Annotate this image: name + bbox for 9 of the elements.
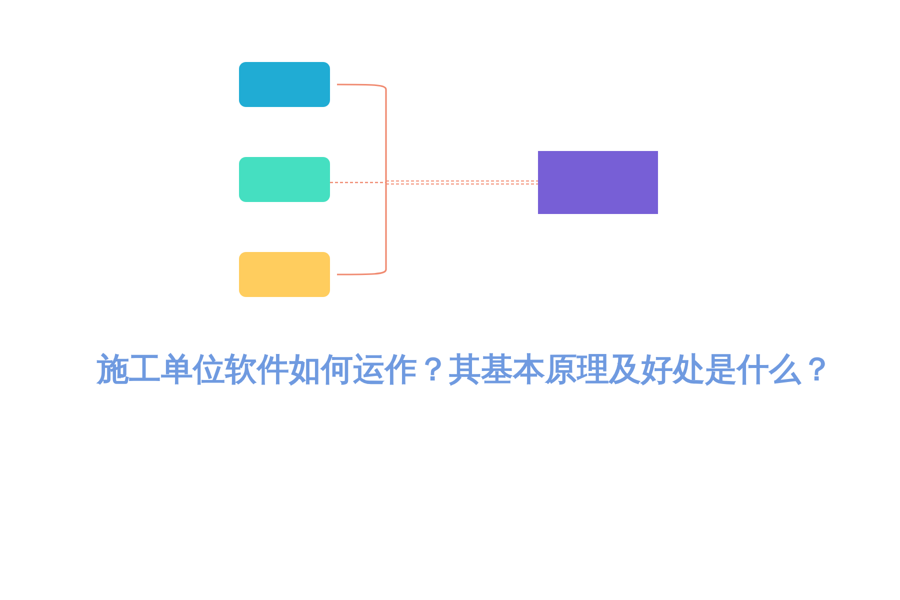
dashed-connector (330, 182, 386, 184)
color-block (239, 157, 330, 202)
bracket-connector (337, 182, 387, 276)
color-block (239, 62, 330, 107)
dashed-connector (386, 180, 538, 184)
color-block (538, 151, 658, 214)
color-block (239, 252, 330, 297)
bracket-connector (337, 84, 387, 182)
title: 施工单位软件如何运作？其基本原理及好处是什么？ (95, 349, 834, 390)
